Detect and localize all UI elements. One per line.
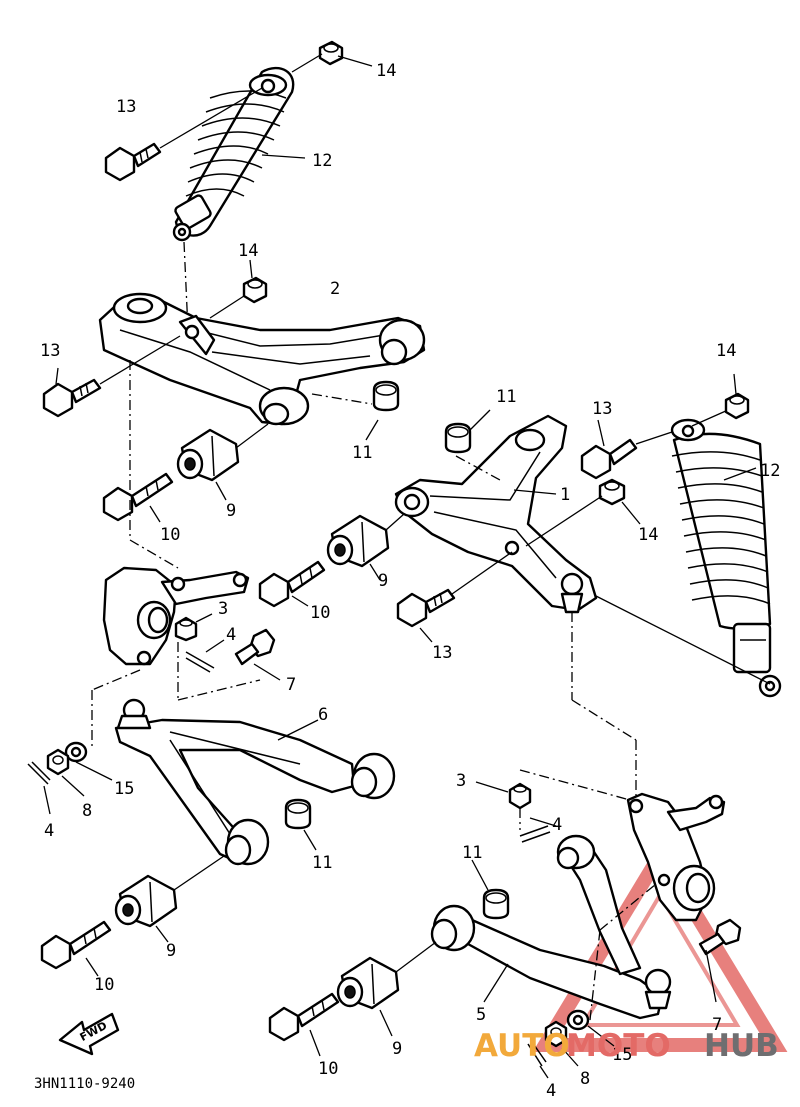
watermark-auto: AUTO xyxy=(474,1028,570,1064)
steering-knuckle-left xyxy=(102,566,250,666)
callout-3: 3 xyxy=(218,599,228,619)
callout-3: 3 xyxy=(456,771,466,791)
lower-arm-right xyxy=(430,834,672,1020)
callout-11: 11 xyxy=(496,387,516,407)
callout-4: 4 xyxy=(44,821,54,841)
cotter-pin-4-c xyxy=(519,825,551,843)
callout-13: 13 xyxy=(592,399,612,419)
bolt-13-b xyxy=(396,588,456,628)
callout-4: 4 xyxy=(226,625,236,645)
cotter-pin-4-a xyxy=(185,651,215,673)
callout-14: 14 xyxy=(638,525,658,545)
callout-11: 11 xyxy=(312,853,332,873)
callout-11: 11 xyxy=(462,843,482,863)
callout-14: 14 xyxy=(238,241,258,261)
shock-absorber-upper-left xyxy=(172,66,295,242)
bolt-13-a xyxy=(42,378,102,418)
callout-1: 1 xyxy=(560,485,570,505)
callout-9: 9 xyxy=(166,941,176,961)
bushing-9-d xyxy=(336,956,400,1010)
callout-15: 15 xyxy=(114,779,134,799)
callout-10: 10 xyxy=(310,603,330,623)
upper-arm-right xyxy=(394,414,598,614)
bolt-10-d xyxy=(268,992,340,1042)
callout-9: 9 xyxy=(226,501,236,521)
callout-11: 11 xyxy=(352,443,372,463)
nut-8-a xyxy=(46,748,70,776)
bushing-11-d xyxy=(482,888,510,920)
cotter-pin-4-d xyxy=(527,1041,547,1067)
bushing-11-b xyxy=(444,422,472,454)
watermark-text: AUTO MOTO HUB xyxy=(474,1028,779,1064)
bushing-9-a xyxy=(176,428,240,482)
callout-13: 13 xyxy=(432,643,452,663)
washer-15-b xyxy=(566,1009,590,1031)
bolt-7-b xyxy=(698,918,742,956)
callout-6: 6 xyxy=(318,705,328,725)
callout-5: 5 xyxy=(476,1005,486,1025)
bushing-9-c xyxy=(114,874,178,928)
callout-12: 12 xyxy=(760,461,780,481)
bushing-11-c xyxy=(284,798,312,830)
callout-4: 4 xyxy=(552,815,562,835)
callout-15: 15 xyxy=(612,1045,632,1065)
bolt-13-top xyxy=(104,142,162,182)
nut-8-b xyxy=(544,1020,568,1048)
nut-14-b xyxy=(598,478,626,506)
callout-8: 8 xyxy=(580,1069,590,1089)
callout-14: 14 xyxy=(376,61,396,81)
upper-arm-left xyxy=(98,292,426,426)
nut-14-r xyxy=(724,392,750,420)
callout-14: 14 xyxy=(716,341,736,361)
callout-9: 9 xyxy=(378,571,388,591)
nut-14-top xyxy=(318,40,344,66)
callout-9: 9 xyxy=(392,1039,402,1059)
nut-3-a xyxy=(174,616,198,642)
watermark-hub: HUB xyxy=(704,1028,779,1064)
steering-knuckle-right xyxy=(626,792,726,922)
callout-13: 13 xyxy=(40,341,60,361)
bushing-11-a xyxy=(372,380,400,412)
bolt-13-r xyxy=(580,438,638,480)
callout-4: 4 xyxy=(546,1081,556,1101)
callout-10: 10 xyxy=(160,525,180,545)
bushing-9-b xyxy=(326,514,390,568)
callout-10: 10 xyxy=(318,1059,338,1079)
bolt-10-c xyxy=(40,920,112,970)
callout-12: 12 xyxy=(312,151,332,171)
washer-15-a xyxy=(64,741,88,763)
bolt-10-a xyxy=(102,472,174,522)
nut-14-a xyxy=(242,276,268,304)
callout-8: 8 xyxy=(82,801,92,821)
callout-2: 2 xyxy=(330,279,340,299)
nut-3-b xyxy=(508,782,532,810)
callout-7: 7 xyxy=(286,675,296,695)
diagram-code: 3HN1110-9240 xyxy=(34,1076,135,1092)
callout-7: 7 xyxy=(712,1015,722,1035)
callout-10: 10 xyxy=(94,975,114,995)
callout-13: 13 xyxy=(116,97,136,117)
cotter-pin-4-b xyxy=(27,761,51,785)
shock-absorber-right xyxy=(670,418,782,698)
bolt-7-a xyxy=(234,628,276,666)
forward-direction-arrow: FWD xyxy=(58,1012,120,1056)
watermark-moto: MOTO xyxy=(566,1028,671,1064)
lower-arm-left xyxy=(114,698,396,866)
bolt-10-b xyxy=(258,560,326,608)
